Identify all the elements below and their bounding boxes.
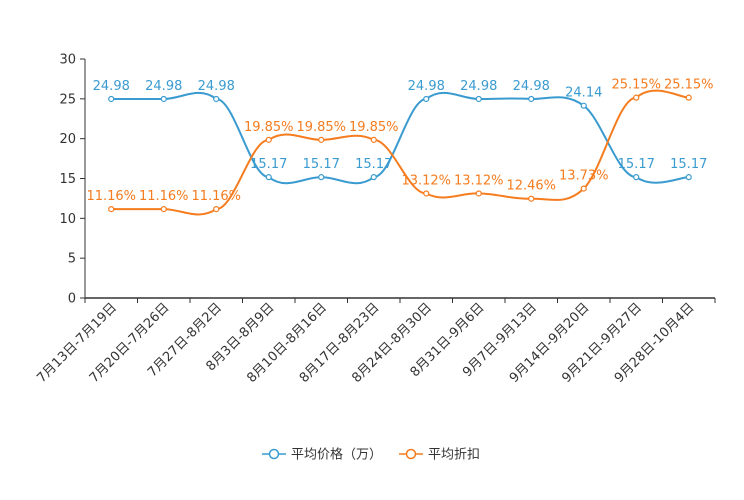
- data-label: 15.17: [250, 157, 287, 172]
- y-tick-label: 20: [59, 132, 76, 147]
- data-label: 24.98: [198, 79, 235, 94]
- data-label: 15.17: [355, 157, 392, 172]
- data-point[interactable]: [370, 174, 377, 181]
- data-point[interactable]: [213, 95, 220, 103]
- axes: 0510152025307月13日-7月19日7月20日-7月26日7月27日-…: [34, 53, 716, 386]
- y-tick-label: 0: [68, 292, 76, 307]
- data-point[interactable]: [633, 174, 640, 181]
- y-tick-label: 25: [59, 92, 76, 107]
- data-point[interactable]: [475, 95, 482, 103]
- data-label: 19.85%: [349, 120, 399, 135]
- y-tick-label: 15: [59, 172, 76, 187]
- y-tick-label: 10: [59, 212, 76, 227]
- data-point[interactable]: [265, 174, 272, 181]
- data-point[interactable]: [580, 102, 587, 109]
- data-label: 24.14: [565, 86, 602, 101]
- data-label: 25.15%: [664, 78, 714, 93]
- data-label: 24.98: [460, 79, 497, 94]
- data-point[interactable]: [213, 205, 220, 213]
- data-point[interactable]: [528, 195, 535, 202]
- legend-label: 平均折扣: [428, 448, 480, 463]
- data-point[interactable]: [423, 95, 430, 103]
- data-label: 24.98: [513, 79, 550, 94]
- data-label: 19.85%: [296, 120, 346, 135]
- data-labels: 24.98 24.98 24.98 15.17 15.17 15.17 24.98 24.98…: [86, 78, 713, 204]
- data-point[interactable]: [108, 95, 115, 103]
- data-label: 25.15%: [611, 78, 661, 93]
- legend-label: 平均价格（万）: [291, 447, 382, 463]
- data-point[interactable]: [685, 174, 692, 181]
- data-label: 24.98: [93, 79, 130, 94]
- data-point[interactable]: [108, 205, 115, 213]
- data-point[interactable]: [685, 94, 692, 101]
- data-point[interactable]: [580, 185, 587, 192]
- data-label: 13.73%: [559, 169, 609, 184]
- data-point[interactable]: [318, 136, 325, 143]
- legend-item[interactable]: 平均折扣: [399, 448, 480, 463]
- data-label: 24.98: [145, 79, 182, 94]
- data-label: 11.16%: [139, 189, 189, 204]
- legend-marker-icon: [405, 448, 417, 460]
- data-point[interactable]: [423, 190, 430, 197]
- legend-marker-icon: [268, 448, 280, 460]
- data-label: 12.46%: [506, 179, 556, 194]
- data-label: 15.17: [618, 157, 655, 172]
- series-layer: [108, 89, 692, 216]
- data-label: 11.16%: [86, 189, 136, 204]
- data-point[interactable]: [528, 95, 535, 103]
- legend[interactable]: 平均价格（万） 平均折扣: [262, 447, 480, 463]
- data-label: 15.17: [670, 157, 707, 172]
- data-label: 15.17: [303, 157, 340, 172]
- data-label: 19.85%: [244, 120, 294, 135]
- data-label: 11.16%: [191, 189, 241, 204]
- data-point[interactable]: [160, 205, 167, 213]
- data-point[interactable]: [160, 95, 167, 103]
- y-tick-label: 30: [59, 53, 76, 68]
- data-label: 24.98: [408, 79, 445, 94]
- data-point[interactable]: [318, 174, 325, 181]
- data-label: 13.12%: [454, 173, 504, 188]
- data-label: 13.12%: [401, 173, 451, 188]
- data-point[interactable]: [265, 136, 272, 143]
- legend-item[interactable]: 平均价格（万）: [262, 447, 382, 463]
- data-point[interactable]: [475, 190, 482, 197]
- data-point[interactable]: [633, 94, 640, 101]
- y-tick-label: 5: [68, 252, 76, 267]
- data-point[interactable]: [370, 136, 377, 143]
